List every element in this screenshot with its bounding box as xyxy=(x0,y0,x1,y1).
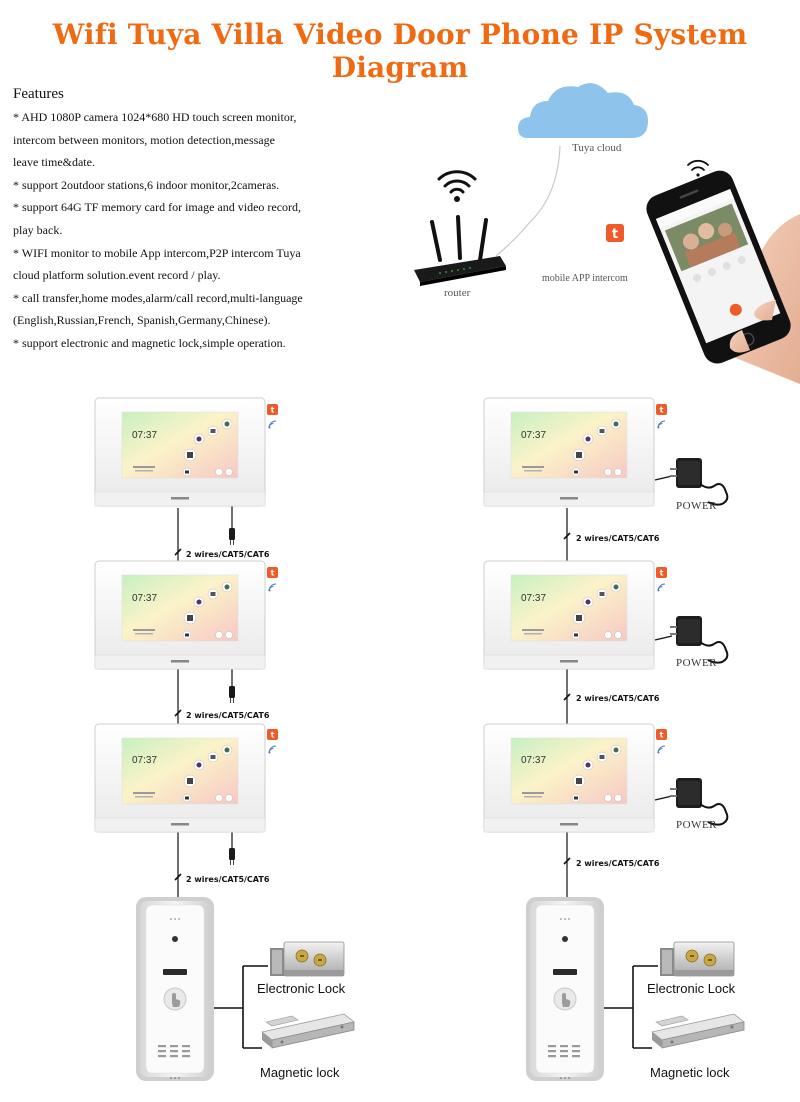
feature-line: play back. xyxy=(13,222,63,237)
features-list: Features * AHD 1080P camera 1024*680 HD … xyxy=(13,86,358,355)
hand-holding-phone xyxy=(646,170,800,384)
magnetic-lock-label: Magnetic lock xyxy=(260,1065,340,1080)
feature-line: (English,Russian,French, Spanish,Germany… xyxy=(13,313,271,328)
outdoor-station xyxy=(525,896,605,1082)
indoor-monitor xyxy=(483,560,655,670)
indoor-monitor xyxy=(483,723,655,833)
electronic-lock-icon xyxy=(659,941,735,977)
mobile-label: mobile APP intercom xyxy=(542,273,628,284)
wire-label: 2 wires/CAT5/CAT6 xyxy=(186,875,270,884)
left-wiring xyxy=(177,500,233,898)
feature-line: * support 2outdoor stations,6 indoor mon… xyxy=(13,177,280,192)
tuya-wifi-icon xyxy=(655,403,668,429)
tuya-wifi-icon xyxy=(655,728,668,754)
features-heading: Features xyxy=(13,86,64,102)
feature-line: * WIFI monitor to mobile App intercom,P2… xyxy=(13,245,301,260)
tuya-wifi-icon xyxy=(266,728,279,754)
feature-line: cloud platform solution.event record / p… xyxy=(13,268,221,283)
page-title: Wifi Tuya Villa Video Door Phone IP Syst… xyxy=(52,18,748,84)
wire-label: 2 wires/CAT5/CAT6 xyxy=(186,550,270,559)
router-icon xyxy=(414,215,506,286)
router-label: router xyxy=(444,287,471,299)
tuya-cloud-icon xyxy=(518,83,648,138)
monitor-time: 07:37 xyxy=(521,430,547,441)
wire-label: 2 wires/CAT5/CAT6 xyxy=(186,711,270,720)
power-label: POWER xyxy=(676,500,717,512)
magnetic-lock-icon xyxy=(651,1013,745,1049)
monitor-time: 07:37 xyxy=(132,755,158,766)
power-label: POWER xyxy=(676,657,717,669)
indoor-monitor xyxy=(94,397,266,507)
feature-line: leave time&date. xyxy=(13,155,95,170)
tuya-wifi-icon xyxy=(266,403,279,429)
svg-text:t: t xyxy=(612,227,618,242)
power-adapter-icon xyxy=(669,777,729,826)
feature-line: * support 64G TF memory card for image a… xyxy=(13,200,302,215)
indoor-monitor xyxy=(94,723,266,833)
electronic-lock-label: Electronic Lock xyxy=(257,981,346,996)
magnetic-lock-label: Magnetic lock xyxy=(650,1065,730,1080)
electronic-lock-icon xyxy=(269,941,345,977)
power-adapter-icon xyxy=(669,615,729,664)
power-adapter-icon xyxy=(669,457,729,506)
monitor-time: 07:37 xyxy=(521,755,547,766)
wire-label: 2 wires/CAT5/CAT6 xyxy=(576,694,660,703)
wifi-icon xyxy=(437,170,477,194)
tuya-badge-icon: t xyxy=(606,224,624,242)
cloud-label: Tuya cloud xyxy=(572,142,622,154)
wifi-dot-icon xyxy=(454,196,460,202)
magnetic-lock-icon xyxy=(261,1013,355,1049)
tuya-wifi-icon xyxy=(266,566,279,592)
right-lock-wiring xyxy=(604,965,658,1049)
feature-line: * call transfer,home modes,alarm/call re… xyxy=(13,290,303,305)
left-lock-wiring xyxy=(214,965,268,1049)
feature-line: * AHD 1080P camera 1024*680 HD touch scr… xyxy=(13,110,297,124)
indoor-monitor xyxy=(483,397,655,507)
outdoor-station xyxy=(135,896,215,1082)
wire-label: 2 wires/CAT5/CAT6 xyxy=(576,859,660,868)
power-label: POWER xyxy=(676,819,717,831)
electronic-lock-label: Electronic Lock xyxy=(647,981,736,996)
monitor-time: 07:37 xyxy=(132,593,158,604)
tuya-wifi-icon xyxy=(655,566,668,592)
feature-line: * support electronic and magnetic lock,s… xyxy=(13,335,286,350)
wire-label: 2 wires/CAT5/CAT6 xyxy=(576,534,660,543)
monitor-time: 07:37 xyxy=(132,430,158,441)
monitor-time: 07:37 xyxy=(521,593,547,604)
indoor-monitor xyxy=(94,560,266,670)
phone-wifi-icon xyxy=(687,159,709,171)
feature-line: intercom between monitors, motion detect… xyxy=(13,132,275,147)
